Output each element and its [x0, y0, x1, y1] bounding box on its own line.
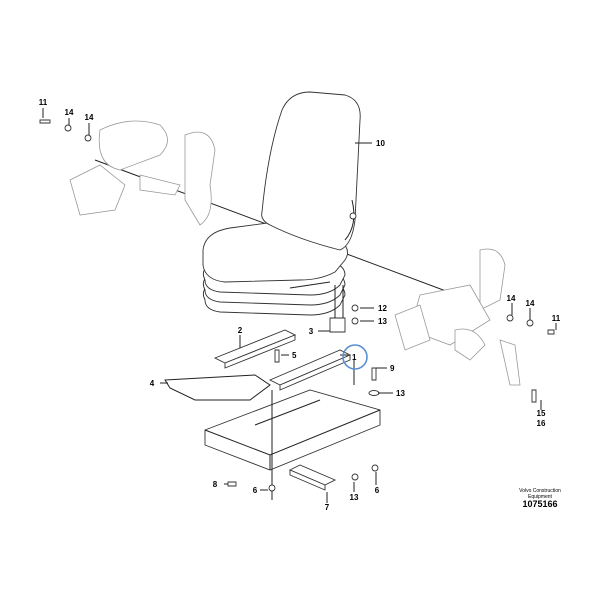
callout-label-14a: 14	[65, 108, 74, 117]
left-armrest-ghost	[69, 120, 216, 226]
callout-label-13b: 13	[396, 389, 405, 398]
slide-rail-part-2	[213, 329, 297, 369]
slide-rail-part-1	[268, 349, 352, 391]
callout-label-5: 5	[292, 351, 297, 360]
callout-label-4: 4	[150, 379, 155, 388]
seat-part-10	[202, 91, 361, 316]
right-armrest-ghost	[394, 248, 521, 386]
callout-label-16: 16	[537, 419, 546, 428]
callout-label-8: 8	[213, 480, 218, 489]
callout-label-9: 9	[390, 364, 395, 373]
callout-label-12: 12	[378, 304, 387, 313]
callout-label-6a: 6	[253, 486, 258, 495]
caption-line-2: Equipment	[528, 494, 552, 500]
fasteners	[39, 119, 555, 492]
drawing-number: 1075166	[522, 499, 558, 509]
base-plate	[204, 389, 381, 471]
callout-label-15: 15	[537, 409, 546, 418]
callout-label-11b: 11	[552, 314, 561, 323]
callout-label-1: 1	[352, 353, 357, 362]
caption-line-1: Volvo Construction	[519, 488, 561, 494]
callout-label-10: 10	[376, 139, 385, 148]
callout-label-14b: 14	[85, 113, 94, 122]
callout-label-3: 3	[309, 327, 314, 336]
callout-label-13a: 13	[378, 317, 387, 326]
callout-label-14d: 14	[526, 299, 535, 308]
bracket-part-3	[329, 317, 346, 333]
callout-label-2: 2	[238, 326, 243, 335]
callout-label-13c: 13	[350, 493, 359, 502]
highlight-circle	[342, 344, 368, 370]
callout-label-11a: 11	[39, 98, 48, 107]
callout-label-7: 7	[325, 503, 330, 512]
callout-label-6b: 6	[375, 486, 380, 495]
callout-label-14c: 14	[507, 294, 516, 303]
wire-part-4	[164, 374, 271, 401]
